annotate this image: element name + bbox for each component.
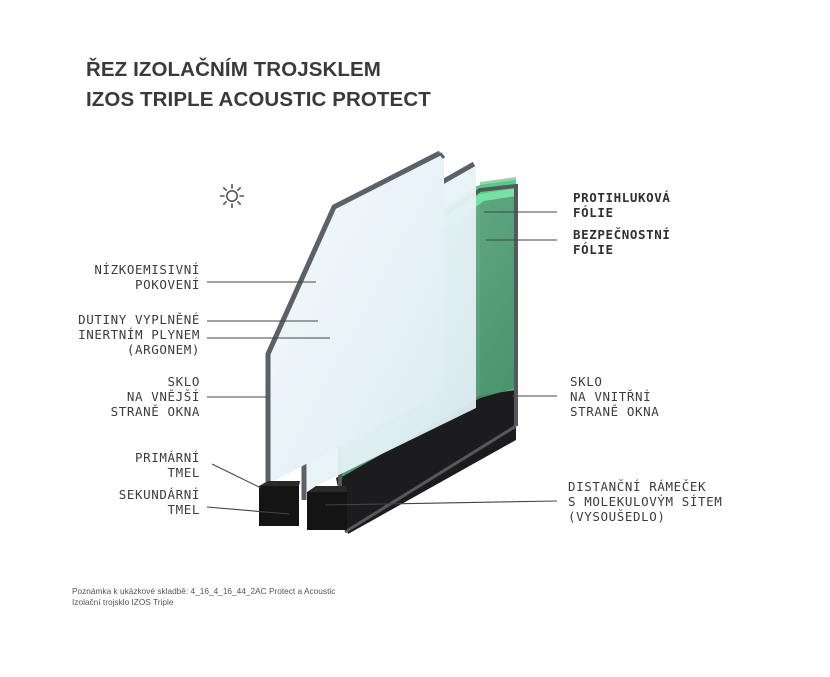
- page-title: ŘEZ IZOLAČNÍM TROJSKLEM: [86, 58, 381, 81]
- note-line: Izolační trojsklo IZOS Triple: [72, 597, 174, 607]
- label-line: TMEL: [167, 502, 200, 517]
- label-line: PRIMÁRNÍ: [134, 450, 200, 465]
- label-acoustic-foil: PROTIHLUKOVÁ FÓLIE: [573, 190, 671, 220]
- label-line: (ARGONEM): [126, 342, 200, 357]
- note-line: Poznámka k ukázkové skladbě: 4_16_4_16_4…: [72, 586, 336, 596]
- label-safety-foil: BEZPEČNOSTNÍ FÓLIE: [573, 227, 671, 257]
- outer-glass-pane: [266, 152, 444, 484]
- outer-glass-rim: [438, 152, 446, 159]
- label-primary-sealant: PRIMÁRNÍ TMEL: [135, 450, 200, 480]
- label-line: FÓLIE: [573, 205, 614, 220]
- label-line: SKLO: [570, 374, 603, 389]
- secondary-sealant-edge: [307, 486, 347, 492]
- page-subtitle: IZOS TRIPLE ACOUSTIC PROTECT: [86, 88, 431, 111]
- leader-secondary-sealant: [206, 506, 290, 515]
- label-line: PROTIHLUKOVÁ: [573, 190, 671, 205]
- spacer-frame-top: [336, 390, 516, 534]
- inner-glass-lower-edge: [344, 424, 517, 534]
- leader-primary-sealant: [211, 463, 262, 489]
- label-line: FÓLIE: [573, 242, 614, 257]
- spacer-block-outer: [259, 486, 299, 526]
- label-line: STRANĚ OKNA: [110, 404, 200, 419]
- leader-lines: [206, 211, 558, 515]
- label-inner-glass: SKLO NA VNITŘNÍ STRANĚ OKNA: [570, 374, 659, 419]
- composition-note: Poznámka k ukázkové skladbě: 4_16_4_16_4…: [72, 586, 335, 608]
- label-line: SEKUNDÁRNÍ: [118, 487, 200, 502]
- spacer-block-inner: [307, 492, 347, 530]
- label-line: POKOVENÍ: [134, 277, 200, 292]
- label-line: NA VNĚJŠÍ: [126, 389, 200, 404]
- sun-icon: [219, 183, 245, 209]
- primary-sealant-edge: [259, 481, 300, 486]
- label-secondary-sealant: SEKUNDÁRNÍ TMEL: [119, 487, 200, 517]
- leader-spacer: [324, 500, 558, 506]
- label-line: S MOLEKULOVÝM SÍTEM: [568, 494, 723, 509]
- label-line: NÍZKOEMISIVNÍ: [94, 262, 200, 277]
- label-line: STRANĚ OKNA: [570, 404, 660, 419]
- label-line: (VYSOUŠEDLO): [568, 509, 666, 524]
- label-outer-glass: SKLO NA VNĚJŠÍ STRANĚ OKNA: [111, 374, 200, 419]
- label-line: INERTNÍM PLYNEM: [78, 327, 200, 342]
- label-line: DUTINY VYPLNĚNÉ: [78, 312, 200, 327]
- label-line: DISTANČNÍ RÁMEČEK: [568, 479, 707, 494]
- label-spacer: DISTANČNÍ RÁMEČEK S MOLEKULOVÝM SÍTEM (V…: [568, 479, 722, 524]
- label-line: TMEL: [167, 465, 200, 480]
- label-gas-cavities: DUTINY VYPLNĚNÉ INERTNÍM PLYNEM (ARGONEM…: [78, 312, 200, 357]
- label-line: BEZPEČNOSTNÍ: [573, 227, 671, 242]
- outer-glass-edge: [265, 150, 442, 488]
- label-low-e-coating: NÍZKOEMISIVNÍ POKOVENÍ: [94, 262, 200, 292]
- label-line: NA VNITŘNÍ: [570, 389, 652, 404]
- label-line: SKLO: [167, 374, 200, 389]
